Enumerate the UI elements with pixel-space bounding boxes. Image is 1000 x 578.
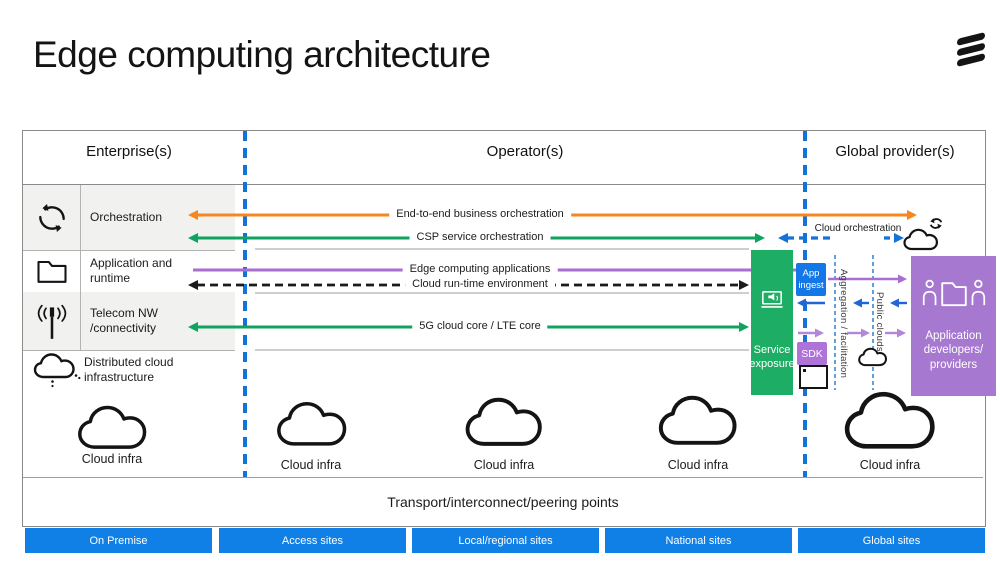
- app-ingest-box: App ingest: [796, 263, 826, 296]
- cloud-infra-icon: [465, 397, 542, 446]
- service-exposure-label: Service exposure: [749, 344, 795, 371]
- ericsson-logo-icon: [957, 32, 985, 67]
- row-label: Telecom NW /connectivity: [90, 305, 159, 335]
- antenna-icon: [37, 304, 66, 339]
- row-label-distributed-cloud: Distributed cloud infrastructure: [84, 355, 174, 385]
- row-application-runtime: Application and runtime: [23, 250, 235, 293]
- folder-icon: [36, 260, 67, 283]
- page-title: Edge computing architecture: [33, 34, 491, 75]
- cloud-infra-label: Cloud infra: [667, 458, 729, 472]
- column-header-global-provider: Global provider(s): [835, 143, 955, 160]
- site-bar-global-sites: Global sites: [798, 528, 985, 553]
- column-header-enterprise: Enterprise(s): [86, 143, 172, 160]
- row-label: Orchestration: [90, 209, 163, 224]
- cloud-infra-label: Cloud infra: [81, 452, 143, 466]
- icon-cell: [23, 292, 81, 350]
- sync-icon: [38, 203, 65, 232]
- site-bar-national-sites: National sites: [605, 528, 792, 553]
- service-exposure-box: Service exposure: [749, 250, 795, 395]
- row-telecom-connectivity: Telecom NW /connectivity: [23, 292, 235, 351]
- monitor-speaker-icon: [761, 291, 783, 308]
- cloud-infra-icon: [658, 395, 737, 445]
- window-dot: [803, 369, 806, 372]
- header-divider-line: [22, 184, 985, 185]
- site-bar-local-regional-sites: Local/regional sites: [412, 528, 599, 553]
- cloud-dotted-icon: [33, 353, 81, 388]
- aggregation-facilitation-label: Aggregation / facilitation: [838, 269, 849, 379]
- cloud-infra-icon: [78, 405, 147, 449]
- app-window-box: [799, 365, 828, 389]
- transport-band: Transport/interconnect/peering points: [23, 477, 983, 525]
- row-orchestration: Orchestration: [23, 185, 235, 251]
- cloud-infra-label: Cloud infra: [859, 458, 921, 472]
- site-bar-access-sites: Access sites: [219, 528, 406, 553]
- public-cloud-icon: [858, 347, 887, 367]
- flow-label-5g-cloud-core: 5G cloud core / LTE core: [412, 320, 548, 332]
- sdk-box: SDK: [797, 342, 827, 365]
- cloud-orchestration-label: Cloud orchestration: [814, 223, 902, 234]
- flow-label-cloud-runtime-environment: Cloud run-time environment: [405, 278, 555, 290]
- column-header-operator: Operator(s): [486, 143, 564, 160]
- cloud-infra-label: Cloud infra: [473, 458, 535, 472]
- icon-cell: [23, 185, 81, 250]
- cloud-infra-label: Cloud infra: [280, 458, 342, 472]
- icon-cell: [23, 250, 81, 292]
- flow-label-edge-computing-applications: Edge computing applications: [402, 263, 558, 275]
- flow-label-csp-service-orchestration: CSP service orchestration: [409, 231, 551, 243]
- cloud-infra-icon: [844, 391, 935, 449]
- cloud-infra-icon: [277, 401, 347, 446]
- row-label: Application and runtime: [90, 255, 173, 285]
- public-clouds-label: Public clouds: [874, 286, 885, 358]
- developers-folder-icon: [922, 279, 985, 307]
- cloud-sync-icon: [903, 218, 943, 251]
- flow-label-e2e-business-orchestration: End-to-end business orchestration: [389, 208, 571, 220]
- application-developers-label: Application developers/ providers: [923, 330, 984, 371]
- application-developers-box: Application developers/ providers: [911, 256, 996, 396]
- site-bar-on-premise: On Premise: [25, 528, 212, 553]
